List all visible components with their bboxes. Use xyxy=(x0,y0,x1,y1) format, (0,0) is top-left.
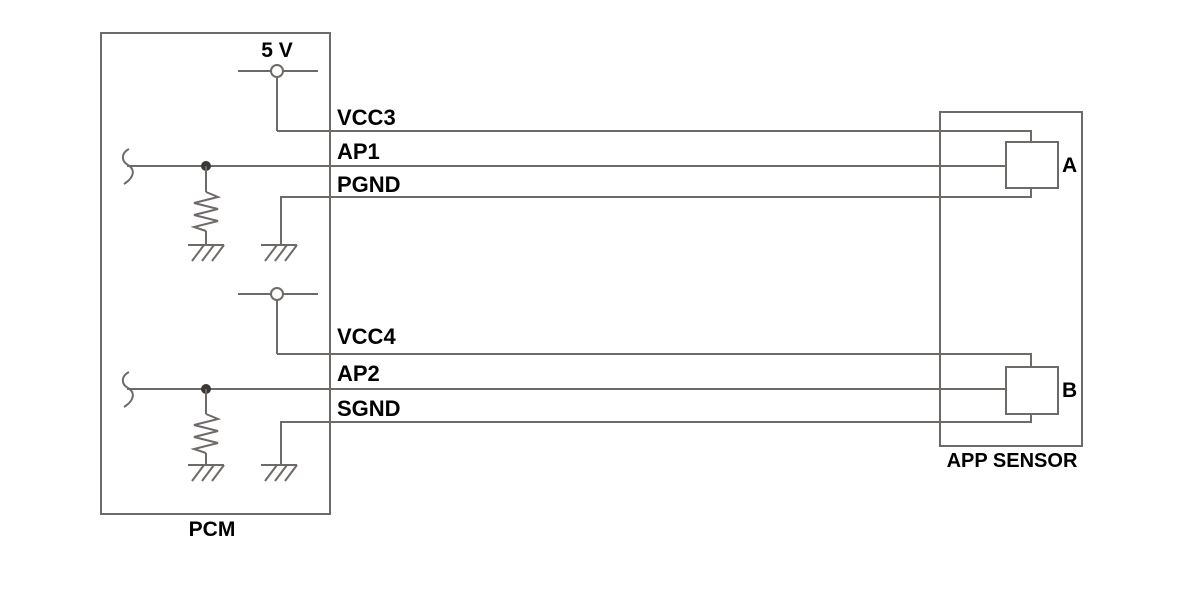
ground-hatch xyxy=(201,244,215,262)
ground-hatch xyxy=(284,244,298,262)
wire-sgnd xyxy=(280,414,1032,465)
pin-label-vcc4: VCC4 xyxy=(337,324,396,349)
ground-hatch xyxy=(274,464,288,482)
ground-hatch xyxy=(191,464,205,482)
ground-hatch xyxy=(264,244,278,262)
ground-symbol-sgnd xyxy=(261,464,298,482)
ground-hatch xyxy=(211,244,225,262)
resistor-ap2 xyxy=(190,389,222,465)
pin-label-ap2: AP2 xyxy=(337,361,380,386)
ground-symbol-ap1 xyxy=(188,244,225,262)
ground-hatch xyxy=(211,464,225,482)
wire-vcc3 xyxy=(277,130,1032,142)
supply-symbol-bottom xyxy=(238,287,318,354)
supply-circle-icon xyxy=(270,287,284,301)
connector-b-square xyxy=(1005,366,1059,415)
connector-a-label: A xyxy=(1062,154,1077,177)
supply-voltage-label: 5 V xyxy=(261,39,293,62)
pcm-label: PCM xyxy=(189,518,236,541)
ground-hatch xyxy=(274,244,288,262)
supply-circle-icon xyxy=(270,64,284,78)
connector-b-label: B xyxy=(1062,379,1077,402)
resistor-zigzag-icon xyxy=(190,413,222,454)
pin-label-vcc3: VCC3 xyxy=(337,105,396,130)
pin-label-ap1: AP1 xyxy=(337,139,380,164)
ground-symbol-pgnd xyxy=(261,244,298,262)
ground-hatch xyxy=(201,464,215,482)
pin-label-sgnd: SGND xyxy=(337,396,401,421)
wire-vcc4 xyxy=(277,353,1032,367)
connector-a-square xyxy=(1005,141,1059,189)
wire-pgnd xyxy=(280,188,1032,245)
resistor-ap1 xyxy=(190,166,222,245)
ground-hatch xyxy=(191,244,205,262)
ground-hatch xyxy=(284,464,298,482)
app-sensor-label: APP SENSOR xyxy=(947,450,1078,472)
supply-symbol-top xyxy=(238,64,318,131)
resistor-zigzag-icon xyxy=(190,191,222,232)
ground-symbol-ap2 xyxy=(188,464,225,482)
ground-hatch xyxy=(264,464,278,482)
pin-label-pgnd: PGND xyxy=(337,172,401,197)
pcm-box xyxy=(100,32,331,515)
app-sensor-box xyxy=(939,111,1083,447)
